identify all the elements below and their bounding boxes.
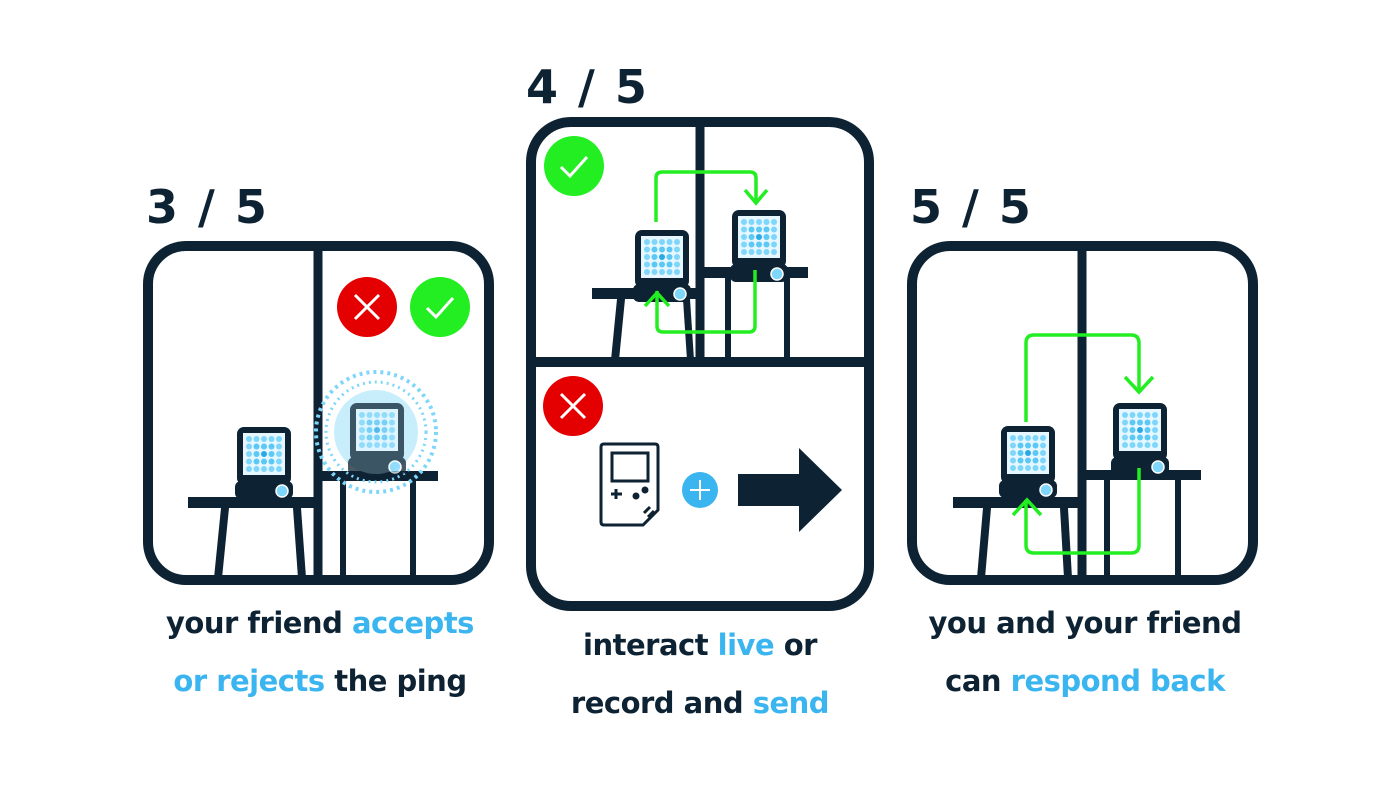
step-number-5: 5 / 5 xyxy=(910,180,1033,234)
caption-text: your friend xyxy=(166,606,352,640)
device-friend xyxy=(729,209,789,283)
device-you xyxy=(632,229,692,303)
accept-icon xyxy=(408,275,472,339)
step-number-3: 3 / 5 xyxy=(146,180,269,234)
caption-text: record and xyxy=(570,686,753,720)
caption-text: interact xyxy=(583,628,718,662)
arrow-right-icon xyxy=(738,448,842,532)
caption-line: interact live or xyxy=(510,616,890,674)
caption-highlight: respond back xyxy=(1010,664,1226,698)
device-friend xyxy=(347,402,407,476)
caption-highlight: accepts xyxy=(351,606,475,640)
caption-line: or rejects the ping xyxy=(130,652,510,710)
device-you xyxy=(998,425,1058,499)
reject-icon xyxy=(541,374,605,438)
caption-highlight: live xyxy=(717,628,775,662)
device-friend xyxy=(1110,402,1170,476)
step-number-4: 4 / 5 xyxy=(526,60,649,114)
device-you xyxy=(234,426,294,500)
caption-text: can xyxy=(945,664,1011,698)
caption-text: or xyxy=(774,628,818,662)
caption-text: you and your friend xyxy=(928,606,1242,640)
exchange-arrows xyxy=(1011,333,1155,555)
caption-line: can respond back xyxy=(890,652,1280,710)
panel-step-3 xyxy=(143,241,494,585)
caption-highlight: or rejects xyxy=(173,664,325,698)
caption-line: your friend accepts xyxy=(130,594,510,652)
caption-text: the ping xyxy=(324,664,467,698)
handheld-console-icon xyxy=(599,442,660,527)
panel-step-4 xyxy=(526,117,874,611)
caption-highlight: send xyxy=(752,686,830,720)
accept-icon xyxy=(542,134,606,198)
caption-line: you and your friend xyxy=(890,594,1280,652)
caption-step-5: you and your friend can respond back xyxy=(890,594,1280,710)
caption-step-3: your friend accepts or rejects the ping xyxy=(130,594,510,710)
reject-icon xyxy=(335,275,399,339)
caption-line: record and send xyxy=(510,674,890,732)
caption-step-4: interact live or record and send xyxy=(510,616,890,732)
panel-step-5 xyxy=(907,241,1258,585)
exchange-arrows xyxy=(643,170,769,334)
plus-icon xyxy=(682,472,718,508)
